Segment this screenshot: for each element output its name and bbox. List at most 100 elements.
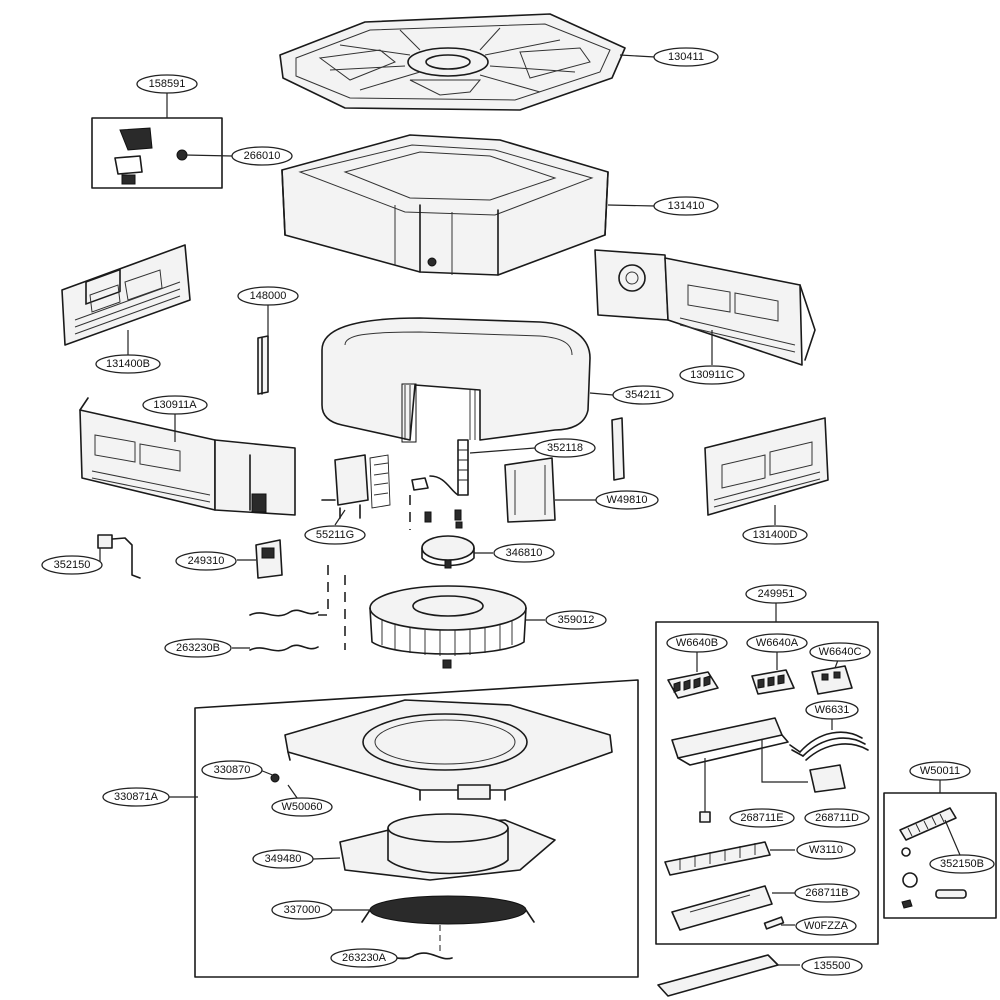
flexible-pipe-352150B-part (899, 807, 957, 841)
svg-text:W0FZZA: W0FZZA (804, 920, 849, 932)
heat-exchanger-part (321, 317, 591, 443)
fuse-W0FZZA-part (763, 916, 785, 930)
bracket-249310-part (255, 539, 283, 579)
tag-130911A: 130911A (142, 395, 208, 415)
bracket-set-part (91, 117, 223, 189)
tag-W6640A: W6640A (746, 633, 808, 653)
tag-W6631: W6631 (805, 700, 859, 720)
terminal-strip-W3110-part (664, 841, 771, 876)
svg-text:330871A: 330871A (114, 791, 159, 803)
pipe-assembly-part (411, 417, 625, 496)
bottom-tray-part (284, 699, 613, 801)
valve-assembly-part (321, 454, 391, 519)
svg-text:55211G: 55211G (316, 529, 354, 541)
svg-text:266010: 266010 (244, 150, 281, 162)
svg-text:131400D: 131400D (753, 529, 798, 541)
tag-W3110: W3110 (796, 840, 856, 860)
svg-text:135500: 135500 (814, 960, 851, 972)
svg-text:330870: 330870 (214, 764, 251, 776)
tag-359012: 359012 (545, 610, 607, 630)
svg-text:263230A: 263230A (342, 952, 387, 964)
terminal-block-W6640B-part (667, 671, 719, 699)
tag-352150B: 352150B (929, 854, 995, 874)
svg-text:354211: 354211 (625, 389, 661, 401)
tag-337000: 337000 (271, 900, 333, 920)
tag-135500: 135500 (801, 956, 863, 976)
svg-text:268711E: 268711E (740, 812, 783, 824)
control-box-frame (655, 621, 879, 945)
tag-158591: 158591 (136, 74, 198, 94)
bracket-W49810-part (504, 457, 556, 523)
svg-text:130911C: 130911C (690, 369, 734, 381)
cable-harness-W6631-part (789, 731, 869, 761)
side-panel-131400B-part (61, 244, 191, 346)
svg-text:W3110: W3110 (809, 844, 843, 856)
screw-330870-part (270, 773, 280, 783)
svg-text:249310: 249310 (188, 555, 225, 567)
filter-part (361, 895, 535, 925)
svg-text:130411: 130411 (668, 51, 704, 63)
tag-W50060: W50060 (271, 797, 333, 817)
tag-130911C: 130911C (679, 365, 745, 385)
svg-text:W50060: W50060 (282, 801, 323, 813)
svg-text:352118: 352118 (547, 442, 583, 454)
tag-352118: 352118 (534, 438, 596, 458)
turbo-fan-part (369, 585, 527, 669)
terminal-block-W6640C-part (811, 665, 853, 695)
tag-330871A: 330871A (102, 787, 170, 807)
fan-motor-part (421, 509, 475, 569)
svg-text:249951: 249951 (758, 588, 795, 600)
svg-text:W50011: W50011 (920, 765, 960, 777)
svg-text:W6640A: W6640A (756, 637, 799, 649)
tag-W6640B: W6640B (666, 633, 728, 653)
tag-263230B: 263230B (164, 638, 232, 658)
tag-130411: 130411 (653, 47, 719, 67)
tag-268711D: 268711D (804, 808, 870, 828)
tag-W0FZZA: W0FZZA (795, 916, 857, 936)
pipe-352150-part (97, 534, 141, 579)
mounting-rail-part (671, 717, 789, 766)
svg-text:268711B: 268711B (805, 887, 848, 899)
tag-131400B: 131400B (95, 354, 161, 374)
svg-text:352150B: 352150B (940, 858, 984, 870)
tag-268711B: 268711B (794, 883, 860, 903)
svg-text:359012: 359012 (558, 614, 595, 626)
svg-text:349480: 349480 (265, 853, 302, 865)
part-tags: 130411 158591 266010 131410 148000 13140… (41, 47, 995, 976)
tag-346810: 346810 (493, 543, 555, 563)
tag-249310: 249310 (175, 551, 237, 571)
svg-text:W6640B: W6640B (676, 637, 718, 649)
tag-354211: 354211 (612, 385, 674, 405)
bracket-148000-part (257, 335, 269, 395)
svg-text:131410: 131410 (668, 200, 705, 212)
tag-349480: 349480 (252, 849, 314, 869)
tag-W49810: W49810 (595, 490, 659, 510)
tag-148000: 148000 (237, 286, 299, 306)
bottom-plate-135500-part (657, 954, 779, 997)
svg-text:W6631: W6631 (815, 704, 850, 716)
main-pcb-268711B-part (671, 885, 773, 931)
tag-249951: 249951 (745, 584, 807, 604)
tag-131400D: 131400D (742, 525, 808, 545)
terminal-block-W6640A-part (751, 669, 795, 695)
pcb-268711D-part (809, 764, 846, 793)
svg-text:W49810: W49810 (607, 494, 648, 506)
pcb-268711E-part (699, 811, 711, 823)
svg-text:337000: 337000 (284, 904, 321, 916)
tag-268711E: 268711E (729, 808, 795, 828)
svg-text:263230B: 263230B (176, 642, 220, 654)
tag-352150: 352150 (41, 555, 103, 575)
svg-text:148000: 148000 (250, 290, 287, 302)
svg-text:W6640C: W6640C (819, 646, 862, 658)
drain-pan-part (339, 813, 556, 881)
tag-263230A: 263230A (330, 948, 398, 968)
svg-text:131400B: 131400B (106, 358, 150, 370)
tag-W50011: W50011 (909, 761, 971, 781)
svg-text:158591: 158591 (149, 78, 186, 90)
svg-text:268711D: 268711D (815, 812, 859, 824)
side-panel-131400D-part (704, 417, 829, 516)
svg-text:130911A: 130911A (153, 399, 197, 411)
tag-55211G: 55211G (304, 525, 366, 545)
tag-266010: 266010 (231, 146, 293, 166)
